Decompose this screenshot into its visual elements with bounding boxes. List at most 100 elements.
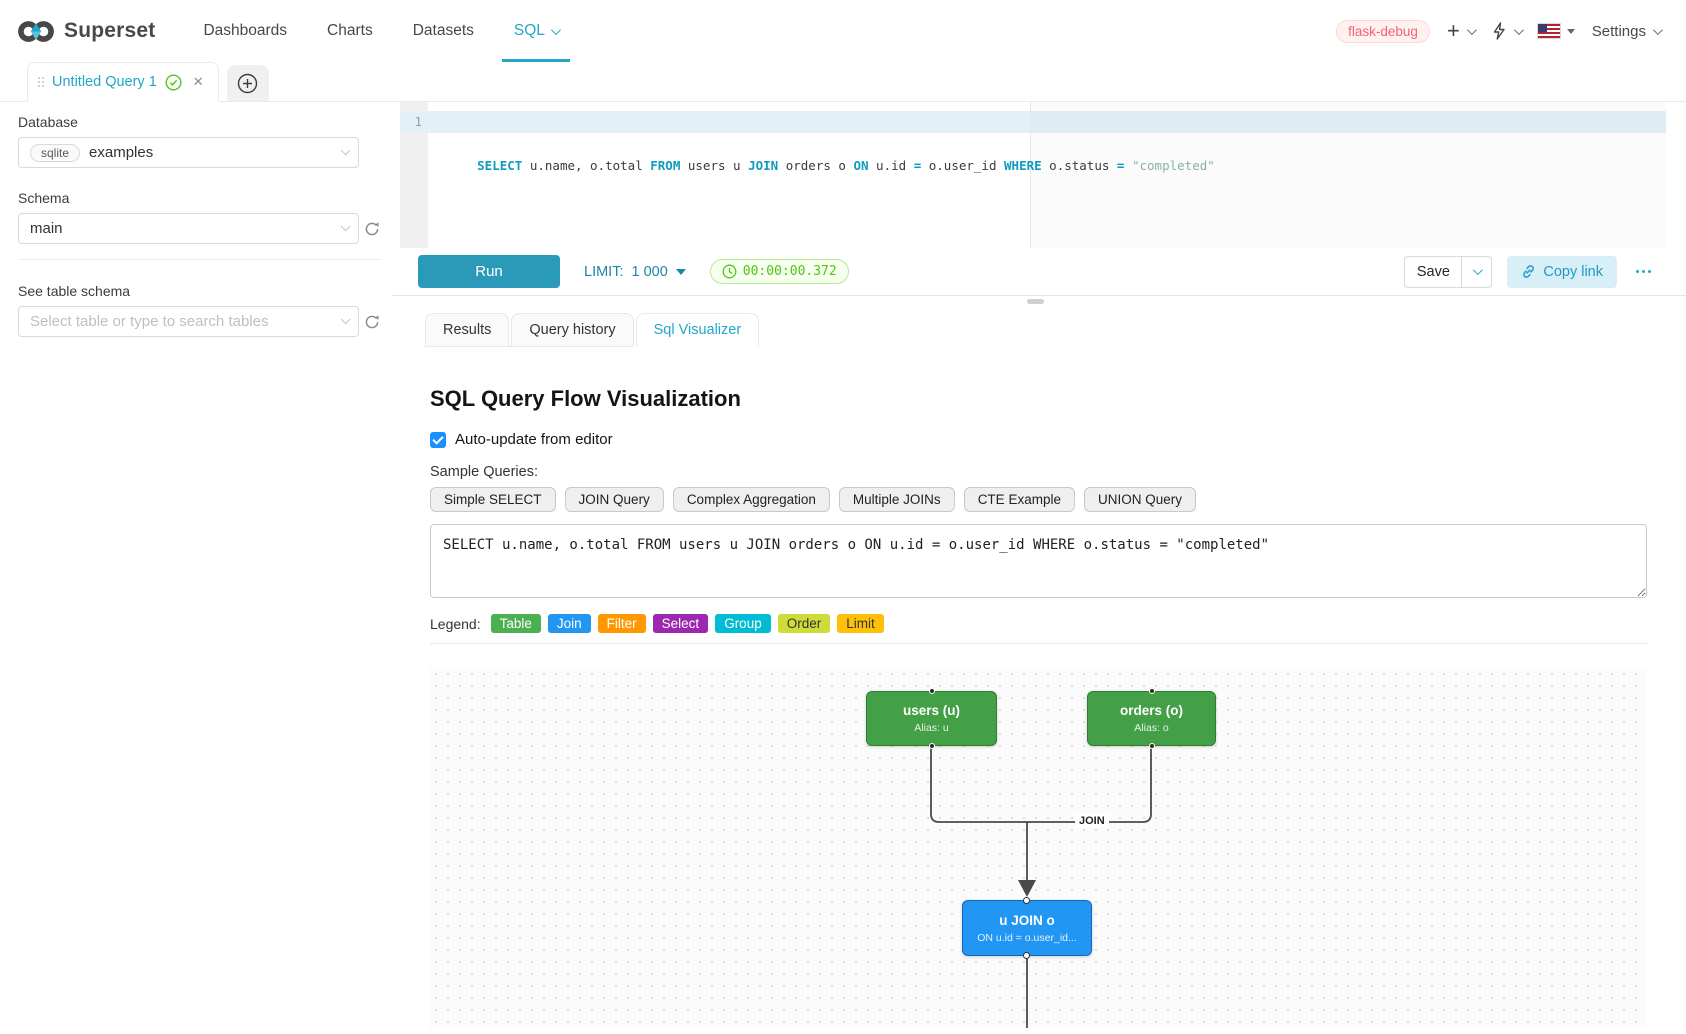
code-token: "completed" <box>1131 158 1215 173</box>
query-search-menu[interactable] <box>1491 22 1524 40</box>
auto-update-toggle[interactable]: Auto-update from editor <box>430 431 1647 448</box>
table-select[interactable] <box>18 306 359 337</box>
sample-button-union-query[interactable]: UNION Query <box>1083 487 1196 512</box>
code-token: ON <box>853 158 869 173</box>
chevron-down-icon <box>340 221 351 232</box>
nav-item-datasets[interactable]: Datasets <box>393 0 494 62</box>
editor-print-margin <box>1030 102 1031 248</box>
divider <box>430 643 1647 644</box>
top-navbar: Superset Dashboards Charts Datasets SQL … <box>0 0 1686 62</box>
node-subtitle: Alias: o <box>1134 722 1169 734</box>
language-picker[interactable] <box>1537 24 1575 38</box>
flow-node-users[interactable]: users (u) Alias: u <box>866 688 997 749</box>
chevron-down-icon <box>340 145 351 156</box>
sample-button-complex-aggregation[interactable]: Complex Aggregation <box>672 487 830 512</box>
database-select[interactable]: sqlite examples <box>18 137 359 168</box>
run-button[interactable]: Run <box>418 255 560 288</box>
node-handle-top[interactable] <box>1148 688 1155 694</box>
sqllab-left-panel: Database sqlite examples Schema main See… <box>0 102 392 1034</box>
superset-brand[interactable]: Superset <box>0 18 183 45</box>
legend-label: Legend: <box>430 615 481 632</box>
result-tabs: Results Query history Sql Visualizer <box>425 313 1686 347</box>
environment-badge: flask-debug <box>1336 19 1430 43</box>
copy-link-label: Copy link <box>1543 263 1603 280</box>
code-token: FROM <box>650 158 681 173</box>
code-token: u.id <box>868 158 914 173</box>
code-token: SELECT <box>477 158 523 173</box>
nav-item-label: Datasets <box>412 22 474 39</box>
checkbox-checked-icon[interactable] <box>430 431 446 448</box>
database-engine-badge: sqlite <box>30 143 81 162</box>
sample-button-join-query[interactable]: JOIN Query <box>564 487 664 512</box>
chevron-down-icon <box>1513 24 1524 35</box>
legend-chip-order: Order <box>777 614 831 633</box>
save-button[interactable]: Save <box>1404 255 1463 288</box>
flow-canvas[interactable]: users (u) Alias: u orders (o) Alias: o <box>430 668 1647 1028</box>
caret-down-icon <box>675 268 686 275</box>
refresh-schemas-button[interactable] <box>364 221 380 237</box>
save-options-button[interactable] <box>1462 255 1493 288</box>
legend-chip-select: Select <box>652 614 709 633</box>
timer-value: 00:00:00.372 <box>742 264 837 279</box>
node-handle-bottom[interactable] <box>928 743 935 749</box>
legend-chip-join: Join <box>547 614 591 633</box>
node-handle-top[interactable] <box>928 688 935 694</box>
tab-results[interactable]: Results <box>425 313 510 347</box>
caret-down-icon <box>1566 28 1575 34</box>
clock-icon <box>722 264 737 279</box>
tab-sql-visualizer[interactable]: Sql Visualizer <box>635 313 760 347</box>
database-label: Database <box>18 114 78 130</box>
sqllab-main-panel: 1 SELECT u.name, o.total FROM users u JO… <box>392 102 1686 1034</box>
schema-select[interactable]: main <box>18 213 359 244</box>
visualizer-query-input[interactable]: SELECT u.name, o.total FROM users u JOIN… <box>430 524 1647 598</box>
query-tab-label: Untitled Query 1 <box>52 74 157 90</box>
sample-button-multiple-joins[interactable]: Multiple JOINs <box>838 487 955 512</box>
code-token: = <box>1116 158 1125 173</box>
chevron-down-icon <box>550 24 561 35</box>
nav-item-dashboards[interactable]: Dashboards <box>183 0 307 62</box>
sample-button-simple-select[interactable]: Simple SELECT <box>430 487 556 512</box>
code-token: o.status <box>1041 158 1117 173</box>
navbar-right: flask-debug + Settings <box>1336 19 1686 43</box>
limit-dropdown[interactable]: LIMIT: 1 000 <box>584 264 686 280</box>
auto-update-label: Auto-update from editor <box>455 431 613 448</box>
table-search-input[interactable] <box>30 313 331 330</box>
node-handle-bottom[interactable] <box>1148 743 1155 749</box>
sql-code-editor[interactable]: 1 SELECT u.name, o.total FROM users u JO… <box>400 102 1666 248</box>
flow-node-join[interactable]: u JOIN o ON u.id = o.user_id... <box>962 897 1092 959</box>
sample-query-buttons: Simple SELECT JOIN Query Complex Aggregati… <box>430 487 1647 512</box>
sample-button-cte-example[interactable]: CTE Example <box>963 487 1075 512</box>
brand-title: Superset <box>64 19 156 42</box>
schema-label: Schema <box>18 190 70 206</box>
tab-query-history[interactable]: Query history <box>511 313 634 347</box>
nav-item-label: Dashboards <box>203 22 288 39</box>
flow-node-orders[interactable]: orders (o) Alias: o <box>1087 688 1216 749</box>
legend-chip-limit: Limit <box>837 614 884 633</box>
code-token: = <box>913 158 922 173</box>
node-handle-bottom[interactable] <box>1023 952 1030 959</box>
add-query-tab-button[interactable] <box>226 65 269 101</box>
settings-menu[interactable]: Settings <box>1591 22 1663 40</box>
node-handle-top[interactable] <box>1023 897 1030 904</box>
nav-item-charts[interactable]: Charts <box>307 0 393 62</box>
link-icon <box>1521 264 1536 279</box>
drag-grip-icon[interactable] <box>38 77 44 87</box>
query-timer: 00:00:00.372 <box>709 259 849 284</box>
refresh-tables-button[interactable] <box>364 314 380 330</box>
pane-resize-handle[interactable] <box>1027 299 1044 304</box>
close-icon[interactable]: ✕ <box>192 74 204 89</box>
chevron-down-icon <box>1473 265 1484 276</box>
node-title: users (u) <box>902 703 960 718</box>
query-tab-untitled-query-1[interactable]: Untitled Query 1 ✕ <box>27 62 219 102</box>
tab-label: Sql Visualizer <box>653 322 742 338</box>
query-tab-strip: Untitled Query 1 ✕ <box>0 62 1686 102</box>
settings-label: Settings <box>1591 22 1646 40</box>
more-options-button[interactable] <box>1634 264 1653 279</box>
code-token: WHERE <box>1004 158 1042 173</box>
nav-item-sql[interactable]: SQL <box>494 0 578 62</box>
new-menu[interactable]: + <box>1447 20 1477 42</box>
copy-link-button[interactable]: Copy link <box>1507 255 1617 288</box>
nav-item-label: Charts <box>327 22 373 39</box>
lightning-icon <box>1491 22 1507 40</box>
